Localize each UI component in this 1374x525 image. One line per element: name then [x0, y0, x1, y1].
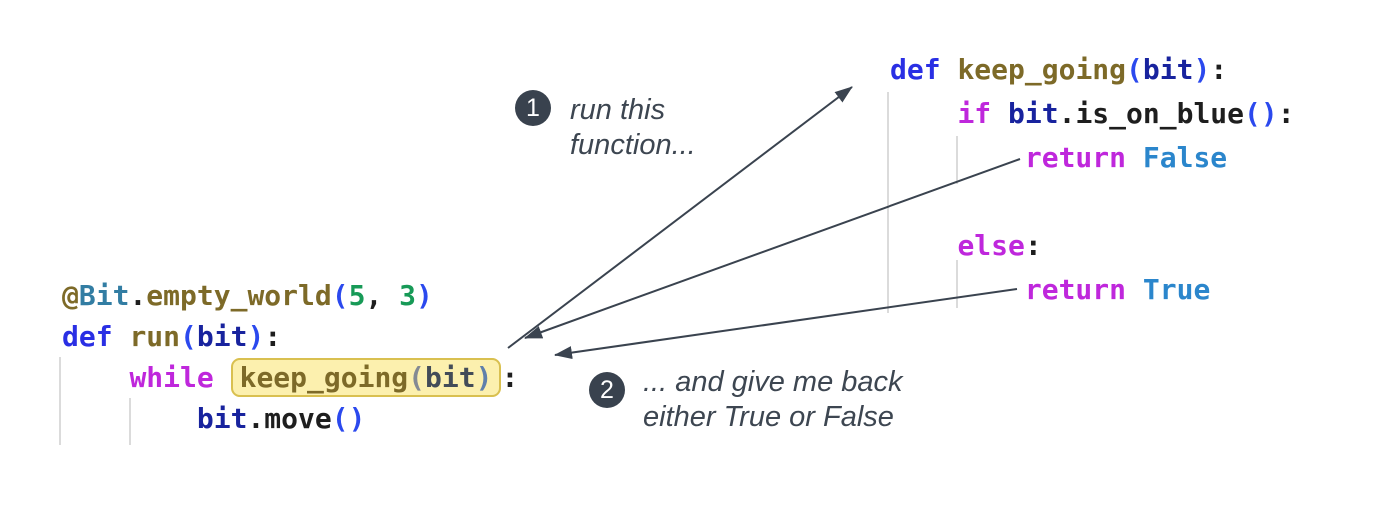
- code-token: ): [416, 279, 433, 312]
- code-token: [214, 361, 231, 394]
- step-2-callout: ... and give me back either True or Fals…: [643, 365, 903, 435]
- code-token: :: [501, 361, 519, 394]
- code-token: (: [408, 361, 426, 394]
- code-token: [113, 320, 130, 353]
- code-token: (: [180, 320, 197, 353]
- code-token: ): [1193, 53, 1211, 86]
- code-token: [62, 402, 197, 435]
- code-token: 5: [348, 279, 366, 312]
- step-1-callout-line1: run this: [570, 94, 666, 126]
- code-line: [890, 180, 1295, 224]
- code-token: ,: [365, 279, 400, 312]
- code-line: else:: [890, 224, 1295, 268]
- code-token: [1126, 273, 1143, 306]
- code-token: :: [1277, 97, 1295, 130]
- code-token: ): [348, 402, 366, 435]
- code-token: [890, 229, 957, 262]
- code-token: Bit: [78, 279, 130, 312]
- code-token: True: [1142, 273, 1211, 306]
- code-token: keep_going: [957, 53, 1127, 86]
- code-token: bit: [196, 402, 248, 435]
- step-1-badge: 1: [515, 90, 551, 126]
- code-token: bit: [196, 320, 248, 353]
- step-1-callout: run this function...: [570, 93, 696, 163]
- code-token: run: [129, 320, 181, 353]
- code-token: False: [1142, 141, 1228, 174]
- caller-code-block: @Bit.empty_world(5, 3)def run(bit): whil…: [62, 275, 518, 439]
- step-2-badge: 2: [589, 372, 625, 408]
- code-line: bit.move(): [62, 398, 518, 439]
- code-token: return: [1024, 141, 1127, 174]
- code-token: empty_world: [146, 279, 332, 312]
- code-token: (: [331, 402, 349, 435]
- code-token: keep_going: [239, 361, 409, 394]
- code-token: bit: [425, 361, 476, 394]
- code-token: (: [331, 279, 349, 312]
- code-token: [62, 361, 129, 394]
- code-line: return True: [890, 268, 1295, 312]
- code-token: (: [1244, 97, 1261, 130]
- code-token: bit: [1142, 53, 1194, 86]
- code-line: return False: [890, 136, 1295, 180]
- code-token: ): [475, 361, 493, 394]
- code-token: :: [264, 320, 282, 353]
- indent-guide: [887, 92, 889, 313]
- code-token: while: [129, 361, 214, 394]
- code-token: ): [1260, 97, 1278, 130]
- code-token: 3: [399, 279, 417, 312]
- step-2-number: 2: [600, 375, 614, 404]
- code-token: .is_on_blue: [1058, 97, 1245, 130]
- code-line: while keep_going(bit):: [62, 357, 518, 398]
- code-token: .: [129, 279, 147, 312]
- code-token: .move: [247, 402, 332, 435]
- code-line: @Bit.empty_world(5, 3): [62, 275, 518, 316]
- code-token: if: [957, 97, 992, 130]
- code-token: def: [890, 53, 941, 86]
- step-2-callout-line1: ... and give me back: [643, 366, 903, 398]
- code-token: :: [1210, 53, 1228, 86]
- code-token: [991, 97, 1008, 130]
- indent-guide: [59, 357, 61, 445]
- code-token: @: [62, 279, 79, 312]
- highlighted-call: keep_going(bit): [230, 358, 502, 397]
- code-token: [941, 53, 958, 86]
- code-token: [1126, 141, 1143, 174]
- code-token: [890, 97, 957, 130]
- code-token: bit: [1008, 97, 1059, 130]
- code-token: return: [1024, 273, 1127, 306]
- code-token: :: [1024, 229, 1042, 262]
- step-2-callout-line2: either True or False: [643, 401, 894, 433]
- code-token: def: [62, 320, 113, 353]
- code-token: [890, 141, 1025, 174]
- code-line: if bit.is_on_blue():: [890, 92, 1295, 136]
- code-token: (: [1126, 53, 1143, 86]
- step-1-callout-line2: function...: [570, 129, 696, 161]
- code-line: def run(bit):: [62, 316, 518, 357]
- callee-code-block: def keep_going(bit): if bit.is_on_blue()…: [890, 48, 1295, 312]
- step-1-number: 1: [526, 93, 540, 122]
- code-token: [890, 273, 1025, 306]
- code-token: else: [957, 229, 1025, 262]
- code-line: def keep_going(bit):: [890, 48, 1295, 92]
- indent-guide: [129, 398, 131, 445]
- code-token: ): [247, 320, 265, 353]
